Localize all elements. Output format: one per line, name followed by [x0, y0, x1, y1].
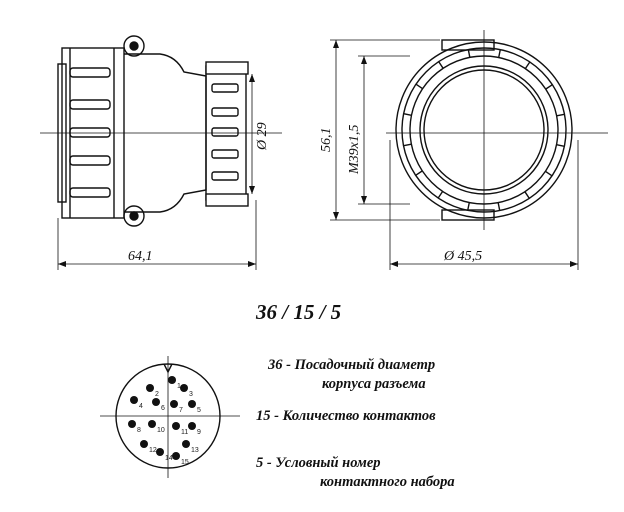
- pin-number: 9: [197, 429, 201, 436]
- legend-item-1: 36 - Посадочный диаметр: [268, 357, 436, 373]
- ring-notch: [438, 61, 444, 69]
- ring-notch: [556, 144, 565, 147]
- ring-notch: [556, 113, 565, 117]
- pin-number: 5: [197, 407, 201, 414]
- ring-notches: [403, 49, 565, 211]
- ring-notch: [498, 49, 501, 58]
- pin-number: 15: [181, 459, 189, 466]
- legend-item-2: 15 - Количество контактов: [256, 408, 436, 424]
- pin-number: 4: [139, 403, 143, 410]
- ring-notch: [403, 143, 412, 147]
- ring-notch: [524, 191, 530, 199]
- pin-contact: [168, 376, 176, 384]
- pin-contact: [148, 420, 156, 428]
- ring-notch: [545, 84, 553, 90]
- pin-number: 14: [165, 455, 173, 462]
- pin-number: 13: [191, 447, 199, 454]
- dim-length-text: 64,1: [128, 249, 153, 264]
- side-view: [40, 35, 282, 270]
- ring-notch: [467, 202, 470, 211]
- pin-number: 11: [181, 429, 188, 436]
- key-notch: [163, 363, 173, 374]
- front-view: [330, 30, 608, 270]
- dim-height-text: 56,1: [319, 128, 334, 153]
- legend-item-3-line2: контактного набора: [320, 474, 455, 490]
- legend-number: 15: [256, 408, 271, 424]
- nut-body: [61, 47, 125, 219]
- pin-number: 12: [149, 447, 157, 454]
- pin-number: 10: [157, 427, 165, 434]
- pin-contact: [128, 420, 136, 428]
- legend-number: 36: [268, 357, 283, 373]
- pin-contact: [182, 440, 190, 448]
- pin-number: 2: [155, 391, 159, 398]
- pin-contact: [140, 440, 148, 448]
- ear-top: [123, 35, 145, 57]
- pin-contact: [188, 422, 196, 430]
- ear-bottom: [123, 205, 145, 227]
- pin-contact: [146, 384, 154, 392]
- pin-number: 7: [179, 407, 183, 414]
- pin-contact: [156, 448, 164, 456]
- dim-diameter-small-text: Ø 29: [255, 122, 270, 151]
- ring-notch: [403, 113, 412, 116]
- pin-number: 8: [137, 427, 141, 434]
- dim-diameter-outer-text: Ø 45,5: [443, 249, 482, 264]
- outer-ring: [395, 41, 573, 219]
- dim-thread-text: M39x1,5: [347, 125, 362, 175]
- inner-ring: [419, 65, 549, 195]
- legend-number: 5: [256, 455, 264, 471]
- ring-notch: [467, 49, 471, 58]
- pin-insert-outline: [115, 363, 221, 469]
- thread-ring: [409, 55, 559, 205]
- pin-number: 3: [189, 391, 193, 398]
- pin-contact: [130, 396, 138, 404]
- legend-item-3: 5 - Условный номер: [256, 455, 381, 471]
- legend-text: Количество контактов: [282, 408, 436, 424]
- legend-item-1-line2: корпуса разъема: [322, 376, 426, 392]
- pin-contact: [152, 398, 160, 406]
- pin-contact: [170, 400, 178, 408]
- rear-ribs: [211, 83, 239, 181]
- pin-contact: [188, 400, 196, 408]
- legend-text: Посадочный диаметр: [294, 357, 436, 373]
- ring-notch: [524, 61, 531, 70]
- ring-notch: [415, 170, 423, 176]
- ring-notch: [544, 170, 553, 177]
- nut-rim: [57, 63, 67, 203]
- ring-notch: [497, 202, 501, 211]
- ring-notch: [415, 83, 424, 90]
- ring-notch: [437, 190, 444, 199]
- nut-ribs: [69, 67, 111, 198]
- legend-text: Условный номер: [275, 455, 381, 471]
- pin-contact: [172, 422, 180, 430]
- pin-contact: [180, 384, 188, 392]
- pin-number: 1: [177, 383, 181, 390]
- pin-number: 6: [161, 405, 165, 412]
- pin-contact: [172, 452, 180, 460]
- connector-code: 36 / 15 / 5: [256, 300, 342, 324]
